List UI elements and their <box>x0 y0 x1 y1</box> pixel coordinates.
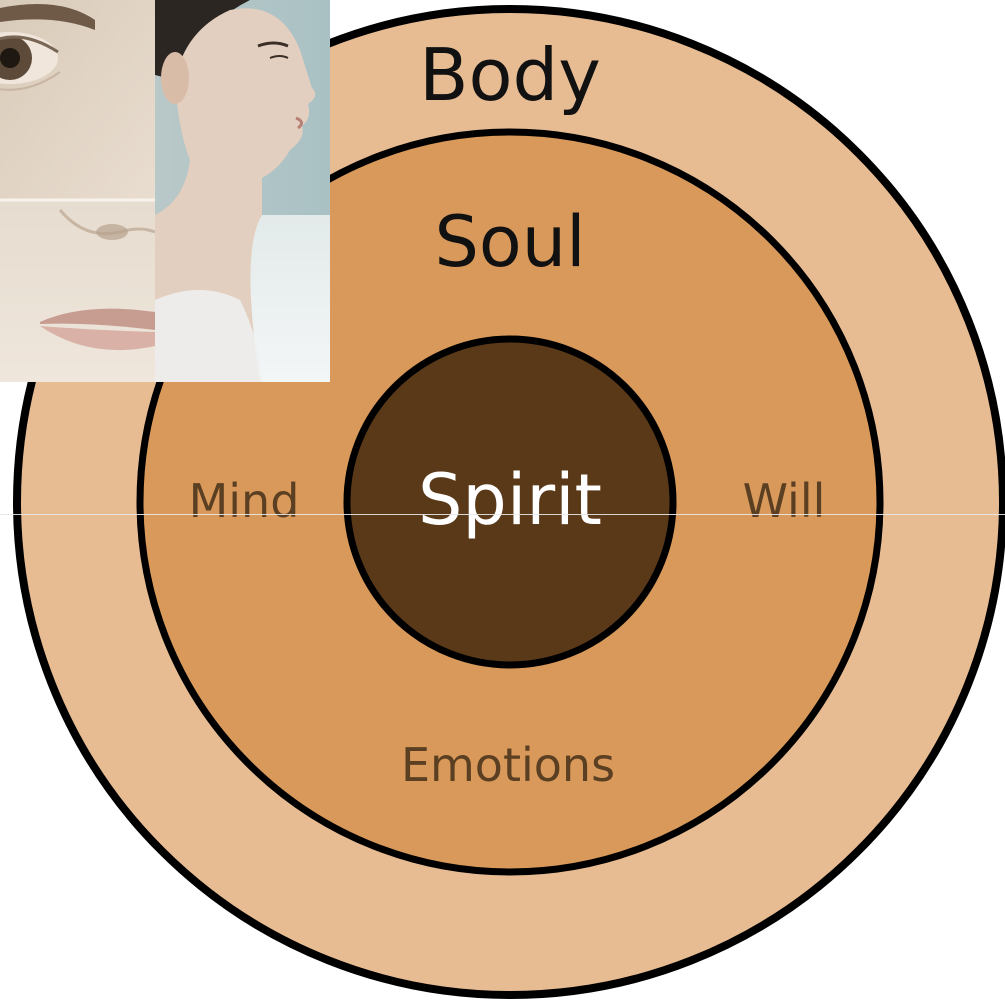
faces-photo-collage <box>0 0 330 382</box>
spirit-label: Spirit <box>418 459 602 541</box>
eye-closeup-photo <box>0 0 155 200</box>
mind-label: Mind <box>189 474 300 528</box>
will-label: Will <box>743 474 826 528</box>
horizontal-divider-line <box>0 514 1005 515</box>
woman-profile-photo <box>155 0 330 382</box>
soul-label: Soul <box>434 201 585 283</box>
emotions-label: Emotions <box>401 738 615 792</box>
body-label: Body <box>419 33 601 117</box>
lips-closeup-photo <box>0 200 155 382</box>
